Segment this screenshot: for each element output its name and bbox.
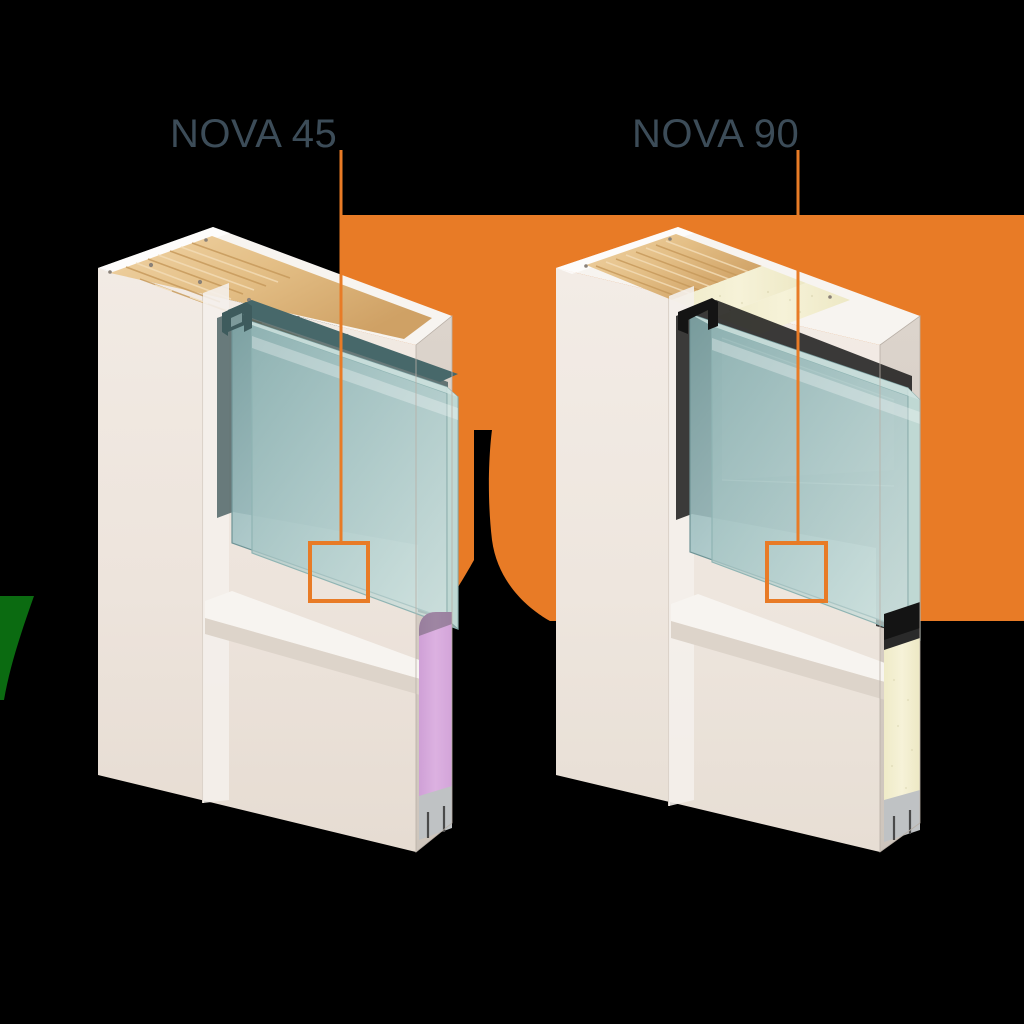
nova-45-corner-bracket: [222, 302, 252, 336]
nova-90-side-outline: [879, 315, 921, 853]
callout-box-nova-45[interactable]: [308, 541, 370, 603]
nova-45-glass-top-edge: [232, 315, 458, 397]
nova-90-fastener-dots: [584, 237, 832, 299]
label-nova-45: NOVA 45: [170, 112, 337, 157]
orange-backdrop-notch-2: [430, 560, 474, 624]
nova-90-wood-slat-lines: [595, 240, 755, 300]
nova-90-glass-highlight: [712, 338, 920, 424]
green-accent-wedge: [0, 596, 34, 700]
nova-45-glass-highlight: [252, 336, 458, 420]
orange-backdrop-notch: [474, 430, 556, 624]
label-nova-90: NOVA 90: [632, 112, 799, 157]
nova-45-wood-core-top: [110, 236, 432, 339]
nova-90-glass-top-edge: [690, 314, 920, 400]
label-nova-45-text: NOVA 45: [170, 112, 338, 156]
nova-90-sill-band-shade: [671, 621, 920, 710]
nova-45-glass-edge: [446, 386, 459, 630]
nova-45-sill-band-shade: [205, 618, 452, 704]
nova-45-shoe-slots: [426, 806, 446, 838]
nova-45-core-insulation: [419, 612, 452, 812]
nova-90-core-insulation: [884, 638, 920, 818]
nova-45-corner-bracket-hole: [231, 313, 242, 327]
nova-90-top-frame-lip-shade: [556, 227, 694, 274]
nova-45-core-top-shade: [419, 612, 452, 636]
nova-45-top-frame-lip-shade: [98, 227, 230, 274]
nova-90-core-speckle-side: [890, 678, 914, 790]
nova-45-spacer-bar-top: [228, 300, 458, 382]
label-nova-90-text: NOVA 90: [632, 112, 800, 156]
nova-45-sill-band-light: [205, 591, 452, 688]
nova-90-corner-bracket: [678, 298, 718, 334]
callout-box-nova-90[interactable]: [765, 541, 828, 603]
nova-90-sill-band-light: [671, 594, 920, 692]
nova-45-side-outline: [415, 315, 453, 853]
